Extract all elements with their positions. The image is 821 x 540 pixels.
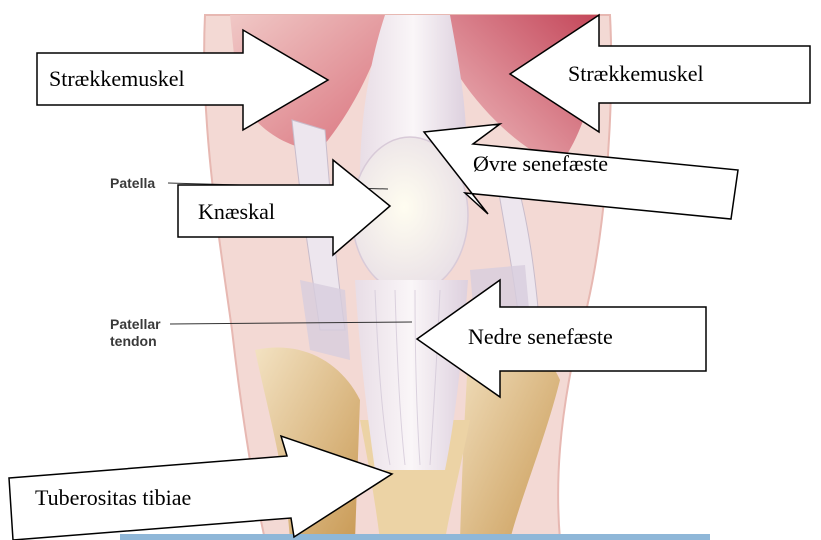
patellar-tendon-original-label-line2: tendon <box>110 333 157 349</box>
upper-tendon-attachment-callout-label: Øvre senefæste <box>473 151 608 176</box>
lower-tendon-attachment-callout-label: Nedre senefæste <box>468 324 613 349</box>
patellar-tendon-original-label-line1: Patellar <box>110 316 161 332</box>
kneecap-callout-label: Knæskal <box>198 199 275 224</box>
bottom-color-bar <box>120 534 710 540</box>
quadriceps-left-callout-label: Strækkemuskel <box>49 66 185 91</box>
patella-original-label: Patella <box>110 175 155 191</box>
quadriceps-right-callout-label: Strækkemuskel <box>568 61 704 86</box>
tibial-tuberosity-callout-label: Tuberositas tibiae <box>35 485 191 510</box>
